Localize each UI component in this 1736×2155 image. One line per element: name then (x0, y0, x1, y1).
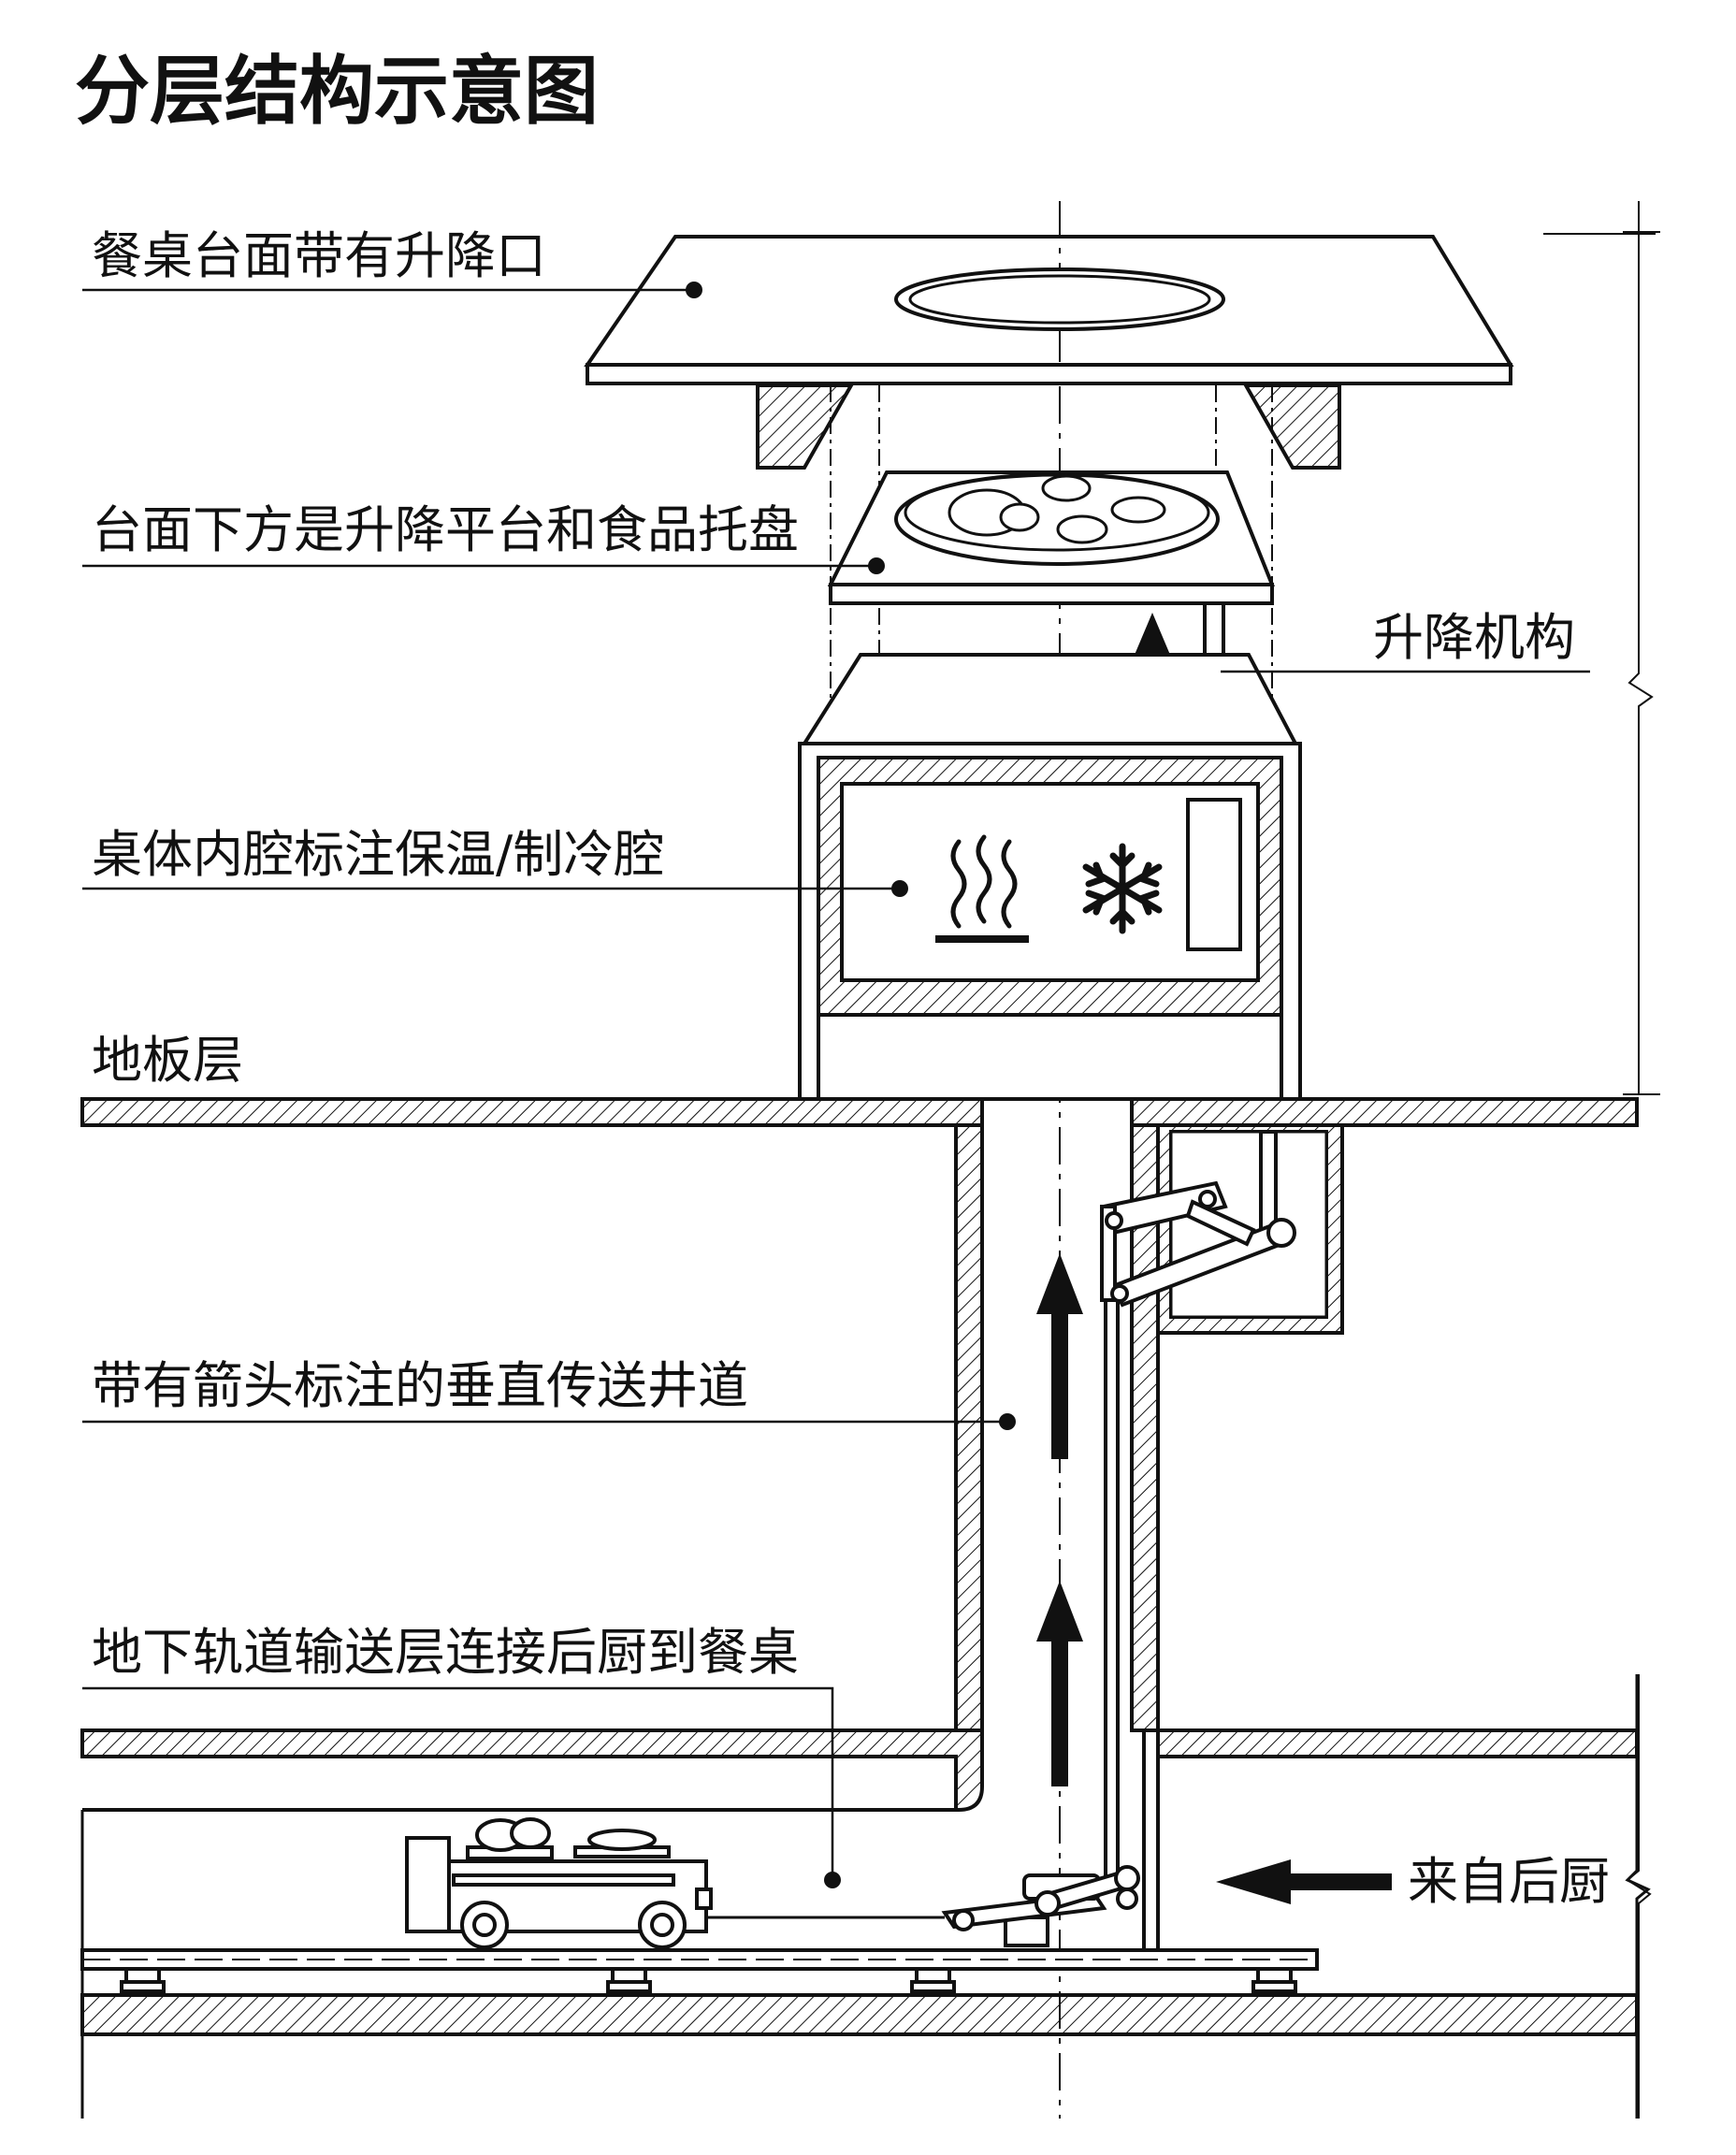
callout-dots (686, 282, 1016, 1888)
left-arrow-icon (1216, 1859, 1392, 1904)
page-title: 分层结构示意图 (75, 48, 599, 135)
label-kitchen: 来自后厨 (1408, 1852, 1610, 1911)
callout-leaders (82, 288, 1590, 1880)
heat-icon (935, 834, 1029, 943)
up-arrow-icon (1036, 1581, 1083, 1786)
dimension-line (1623, 201, 1660, 2119)
label-shaft: 带有箭头标注的垂直传送井道 (92, 1356, 748, 1415)
tabletop (584, 235, 1514, 470)
cabinet (798, 653, 1302, 1101)
underground-floor (80, 1993, 1639, 2036)
conveyor-track (80, 1948, 1319, 1993)
vertical-shaft (954, 1123, 1344, 1732)
snowflake-icon (1082, 843, 1163, 934)
label-lift: 升降机构 (1373, 608, 1575, 667)
floor-slab (80, 1097, 1639, 1127)
lift-platform (827, 470, 1275, 605)
right-wall (1625, 1674, 1651, 2119)
label-track: 地下轨道输送层连接后厨到餐桌 (92, 1623, 799, 1682)
shaft-linkage (1100, 1130, 1296, 1308)
label-cavity: 桌体内腔标注保温/制冷腔 (92, 825, 664, 884)
lift-opening (894, 268, 1225, 331)
label-platform: 台面下方是升降平台和食品托盘 (92, 500, 799, 559)
bottom-lift-arm (941, 1865, 1140, 1947)
underground-ceiling (80, 1728, 1639, 1812)
shaft-rails (1104, 1300, 1160, 1969)
food-tray (894, 472, 1220, 566)
label-tabletop: 餐桌台面带有升降口 (92, 226, 546, 285)
label-floor: 地板层 (92, 1031, 243, 1090)
delivery-cart (405, 1817, 713, 1949)
up-arrow-icon (1036, 1253, 1083, 1459)
